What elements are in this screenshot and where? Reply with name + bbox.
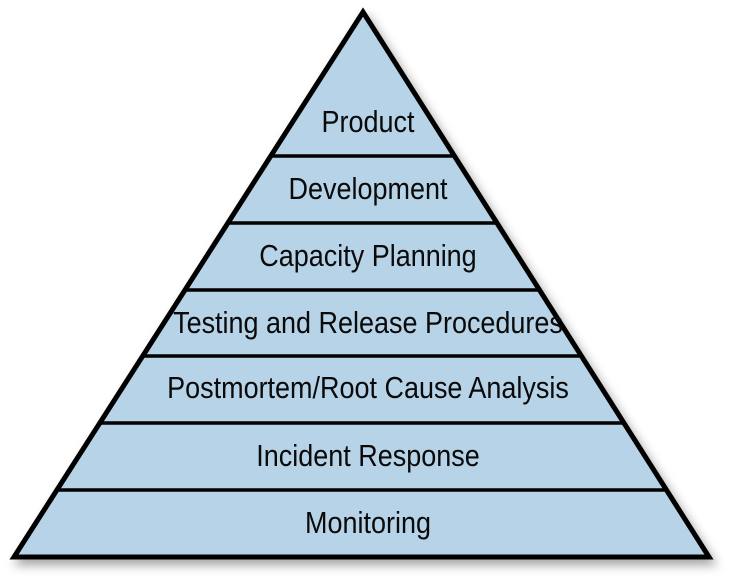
pyramid-shape bbox=[9, 7, 714, 560]
